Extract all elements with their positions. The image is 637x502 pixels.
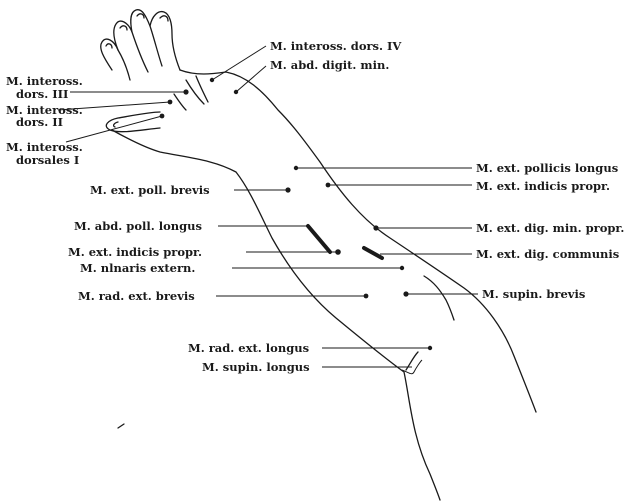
svg-text:M. supin. brevis: M. supin. brevis [482, 287, 585, 301]
label-ulnaris-extern: M. nlnaris extern. [80, 261, 404, 275]
label-ext-poll-brevis: M. ext. poll. brevis [90, 183, 291, 197]
label-ext-pollicis-longus: M. ext. pollicis longus [294, 161, 618, 175]
svg-text:M. inteross.: M. inteross. [6, 140, 83, 154]
label-rad-ext-brevis: M. rad. ext. brevis [78, 289, 368, 303]
svg-text:M. ext. pollicis longus: M. ext. pollicis longus [476, 161, 618, 175]
label-ext-indicis-propr-right: M. ext. indicis propr. [326, 179, 610, 193]
label-supin-brevis: M. supin. brevis [403, 287, 585, 301]
label-supin-longus: M. supin. longus [202, 360, 422, 374]
svg-text:dors. III: dors. III [16, 87, 68, 101]
svg-text:M. abd. poll. longus: M. abd. poll. longus [74, 219, 202, 233]
svg-text:M. ext. poll. brevis: M. ext. poll. brevis [90, 183, 210, 197]
svg-text:M. supin. longus: M. supin. longus [202, 360, 310, 374]
label-ext-dig-communis: M. ext. dig. communis [364, 247, 619, 261]
svg-text:M. ext. indicis propr.: M. ext. indicis propr. [68, 245, 202, 259]
svg-text:M. rad. ext. longus: M. rad. ext. longus [188, 341, 309, 355]
svg-text:M. ext. indicis propr.: M. ext. indicis propr. [476, 179, 610, 193]
svg-text:M. inteross.: M. inteross. [6, 74, 83, 88]
label-ext-dig-min-propr: M. ext. dig. min. propr. [373, 221, 624, 235]
label-inteross-dors-ii: M. inteross. dors. II [6, 100, 172, 129]
svg-text:M. nlnaris extern.: M. nlnaris extern. [80, 261, 195, 275]
svg-text:M. ext. dig. communis: M. ext. dig. communis [476, 247, 619, 261]
svg-text:M. inteross. dors. IV: M. inteross. dors. IV [270, 39, 402, 53]
svg-text:M. abd. digit. min.: M. abd. digit. min. [270, 58, 389, 72]
svg-text:dors. II: dors. II [16, 115, 63, 129]
label-inteross-dors-iii: M. inteross. dors. III [6, 74, 189, 101]
svg-text:M. rad. ext. brevis: M. rad. ext. brevis [78, 289, 195, 303]
label-rad-ext-longus: M. rad. ext. longus [188, 341, 432, 355]
label-ext-indicis-propr-left: M. ext. indicis propr. [68, 245, 341, 259]
svg-text:dorsales I: dorsales I [16, 153, 79, 167]
svg-text:M. ext. dig. min. propr.: M. ext. dig. min. propr. [476, 221, 624, 235]
